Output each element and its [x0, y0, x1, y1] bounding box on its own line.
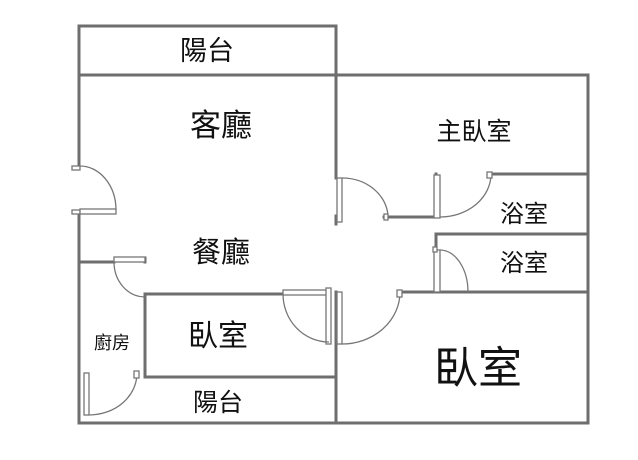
room-label-bathroom-2: 浴室: [500, 249, 548, 277]
entrance-door: [71, 165, 117, 215]
doors: [71, 165, 493, 416]
small-bedroom-door: [282, 287, 332, 345]
master-bedroom-door: [336, 177, 389, 223]
room-label-balcony-top: 陽台: [180, 36, 234, 67]
room-labels: 陽台 客廳 主臥室 浴室 餐廳 浴室 臥室 廚房 陽台 臥室: [94, 36, 548, 417]
bathroom-2-door: [432, 246, 469, 293]
room-label-kitchen: 廚房: [94, 332, 130, 354]
kitchen-door-bottom: [83, 370, 140, 416]
large-bedroom-door: [336, 289, 403, 345]
room-label-bedroom-small: 臥室: [188, 319, 248, 354]
bathroom-1-door: [433, 171, 493, 219]
kitchen-door-top: [113, 256, 146, 298]
room-label-balcony-bottom: 陽台: [193, 388, 243, 417]
room-label-master-bedroom: 主臥室: [436, 117, 511, 146]
room-label-bedroom-large: 臥室: [434, 343, 522, 394]
room-label-dining-room: 餐廳: [192, 235, 250, 269]
room-label-living-room: 客廳: [190, 108, 252, 144]
room-label-bathroom-1: 浴室: [500, 200, 548, 228]
